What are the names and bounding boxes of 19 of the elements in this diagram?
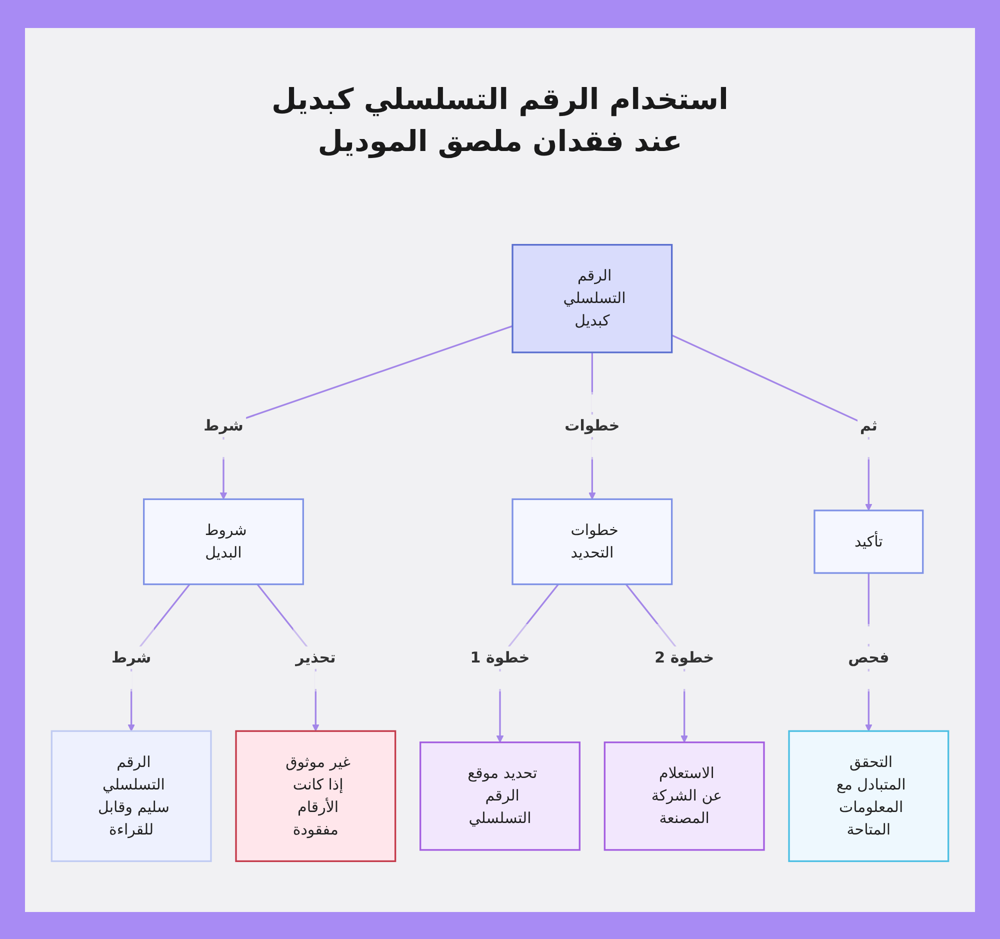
edge-label: خطوة 2 — [654, 648, 714, 666]
edge-label: خطوة 1 — [470, 648, 530, 666]
edge-label: خطوات — [564, 417, 620, 435]
node-box: تحديد موقع الرقم التسلسلي — [420, 742, 580, 851]
node-box: خطوات التحديد — [512, 498, 673, 586]
node-box: الرقم التسلسلي سليم وقابل للقراءة — [50, 730, 212, 862]
edge-label: شرط — [111, 648, 152, 666]
node-box: الاستعلام عن الشركة المصنعة — [604, 742, 765, 851]
node-box: غير موثوق إذا كانت الأرقام مفقودة — [235, 730, 396, 862]
edge-label: ثم — [860, 417, 878, 435]
node-box: تأكيد — [814, 510, 924, 574]
edge-label: فحص — [848, 648, 890, 666]
node-box: شروط البديل — [143, 498, 304, 586]
diagram-title: استخدام الرقم التسلسلي كبديل عند فقدان ملصق الموديل — [270, 81, 730, 160]
arrow — [671, 334, 872, 511]
edge-label: تحذير — [296, 648, 336, 666]
node-box: التحقق المتبادل مع المعلومات المتاحة — [788, 730, 950, 862]
edge-label: شرط — [204, 417, 244, 435]
node-box: الرقم التسلسلي كبديل — [512, 244, 673, 354]
